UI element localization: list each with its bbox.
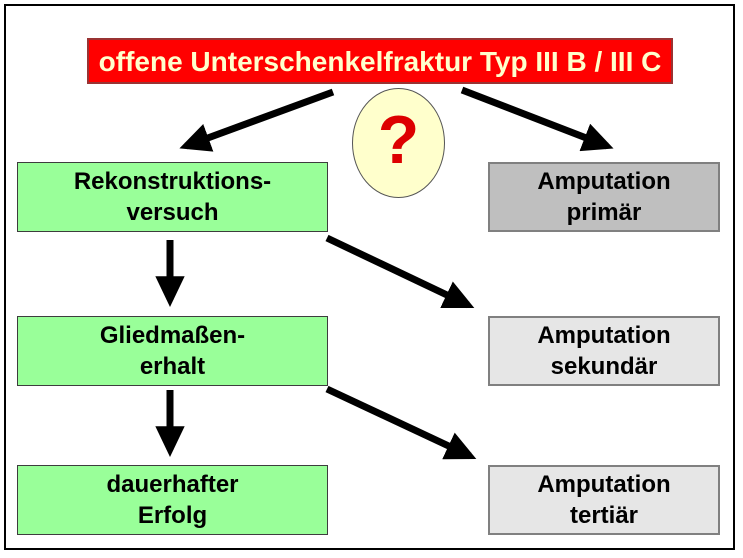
- node-label-line: Erfolg: [137, 502, 208, 529]
- node-label-line: Amputation: [537, 168, 671, 195]
- node-label-line: Gliedmaßen-: [99, 322, 246, 349]
- node-amputation-tertiary: Amputation tertiär: [488, 465, 720, 535]
- node-label-line: tertiär: [569, 502, 639, 529]
- arrow-limb-salvage-to-amputation-tertiary: [325, 385, 477, 460]
- node-label-line: versuch: [126, 199, 219, 226]
- question-circle: ?: [352, 88, 445, 198]
- node-label-line: primär: [566, 199, 642, 226]
- node-label-line: dauerhafter: [106, 471, 239, 498]
- node-label-line: Amputation: [537, 471, 671, 498]
- title-label: offene Unterschenkelfraktur Typ III B / …: [98, 45, 662, 77]
- node-label-line: erhalt: [139, 353, 206, 380]
- node-reconstruction: Rekonstruktions- versuch: [17, 162, 328, 232]
- node-amputation-primary: Amputation primär: [488, 162, 720, 232]
- arrow-title-to-reconstruction: [179, 88, 335, 152]
- arrow-reconstruction-to-amputation-secondary: [325, 234, 475, 309]
- question-mark: ?: [377, 102, 420, 178]
- node-label-line: sekundär: [550, 353, 658, 380]
- node-amputation-secondary: Amputation sekundär: [488, 316, 720, 386]
- title-banner: offene Unterschenkelfraktur Typ III B / …: [87, 38, 673, 84]
- node-lasting-success: dauerhafter Erfolg: [17, 465, 328, 535]
- node-label-line: Amputation: [537, 322, 671, 349]
- node-label-line: Rekonstruktions-: [73, 168, 272, 195]
- arrow-title-to-amputation-primary: [460, 86, 614, 152]
- node-limb-salvage: Gliedmaßen- erhalt: [17, 316, 328, 386]
